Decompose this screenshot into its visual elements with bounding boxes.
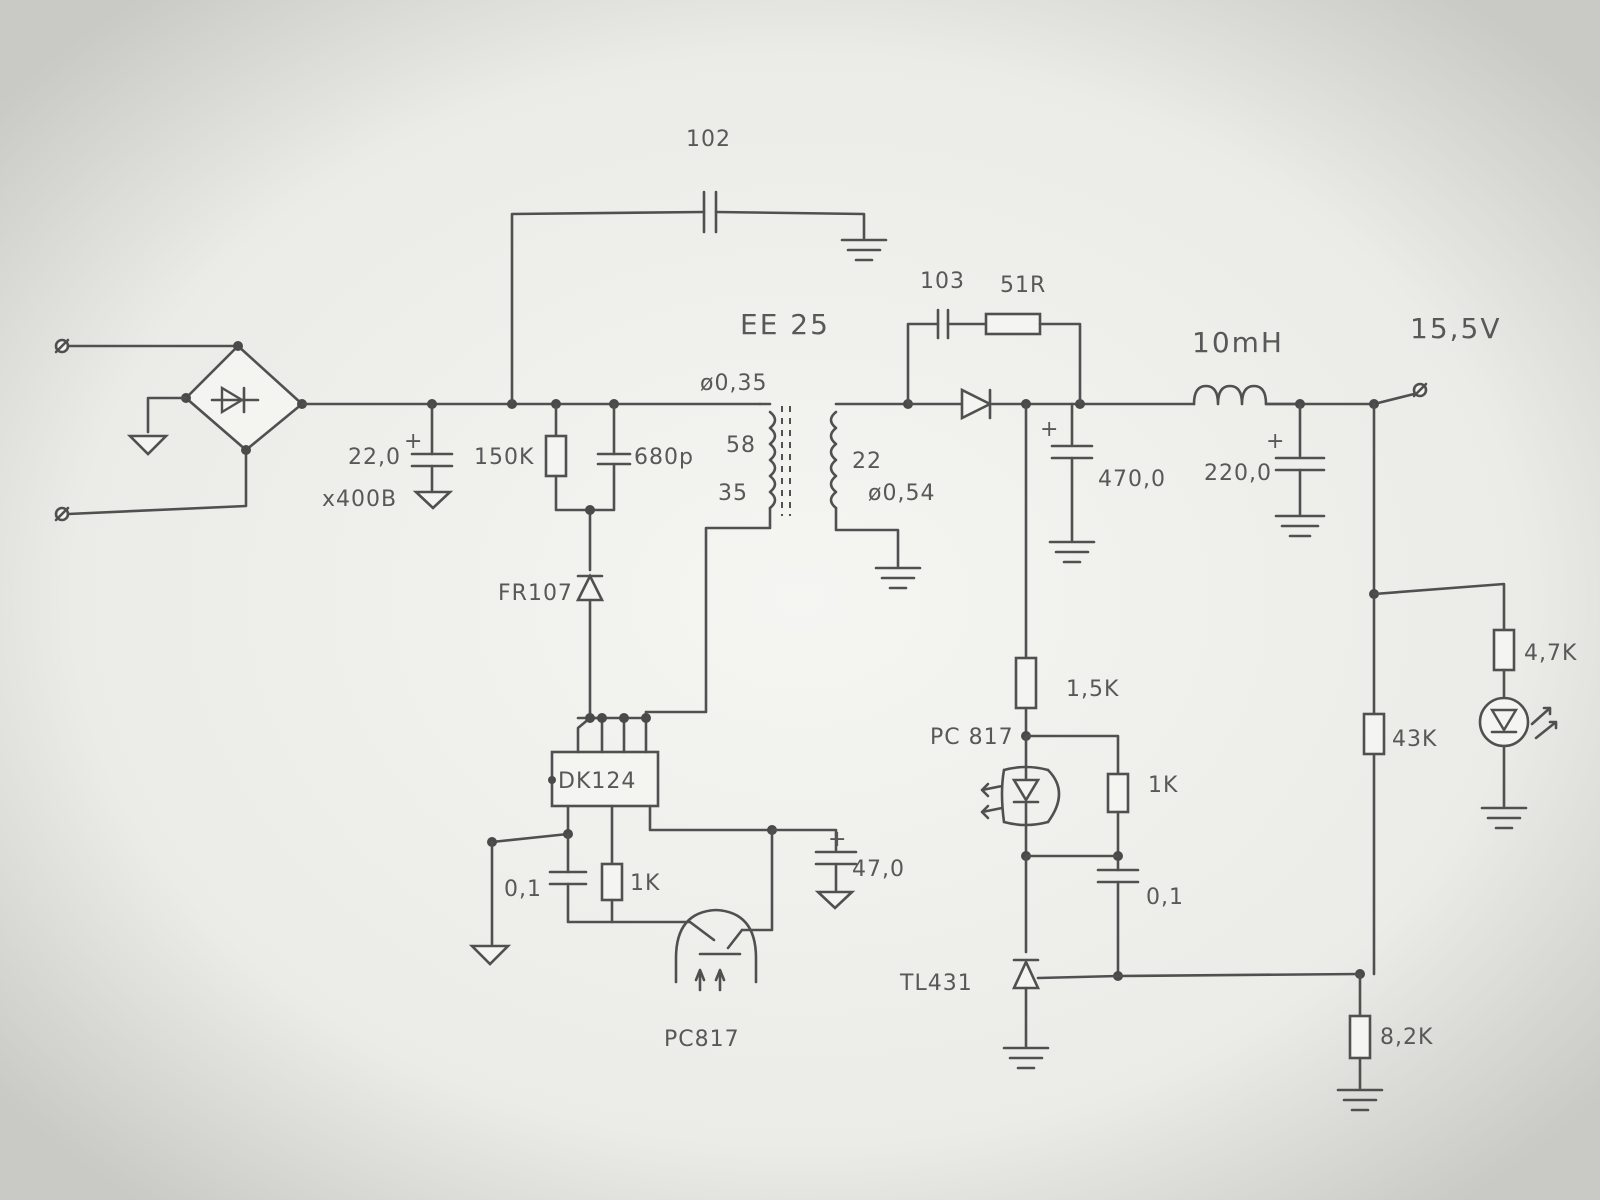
opto-resistor xyxy=(1014,656,1038,710)
divider-bottom-resistor xyxy=(1348,1014,1372,1060)
rc-resistor-label: 51R xyxy=(1000,273,1046,298)
svg-text:+: + xyxy=(404,429,423,454)
output-voltage-label: 15,5V xyxy=(1410,312,1502,345)
tl431-label: TL431 xyxy=(899,971,973,996)
snubber-resistor-label: 150K xyxy=(474,445,534,470)
diode-label: FR107 xyxy=(498,581,573,606)
rc-cap-label: 103 xyxy=(920,269,965,294)
ic-cap-label: 0,1 xyxy=(504,877,542,902)
aux-turns-label: 35 xyxy=(718,481,748,506)
bulk-cap-label: 22,0 xyxy=(348,445,401,470)
snubber-resistor xyxy=(544,434,568,478)
output-inductor: 10mH 15,5V xyxy=(1192,312,1502,409)
optocoupler-transistor: PC817 xyxy=(664,908,758,1052)
svg-text:+: + xyxy=(1040,417,1059,442)
led-resistor-label: 4,7K xyxy=(1524,641,1577,666)
bias-resistor-label: 1K xyxy=(1148,773,1178,798)
secondary-turns-label: 22 xyxy=(852,449,882,474)
snubber-cap-label: 680p xyxy=(634,445,694,470)
ground-icon xyxy=(468,944,512,966)
primary-turns-label: 58 xyxy=(726,433,756,458)
opto-led xyxy=(1011,778,1041,803)
bulk-capacitor: + 22,0 x400B xyxy=(322,402,454,512)
y-capacitor: 102 xyxy=(510,127,888,406)
output-diode xyxy=(960,387,993,421)
divider-bottom-label: 8,2K xyxy=(1380,1025,1433,1050)
bias-resistor xyxy=(1106,772,1130,814)
ic-feedback-network: + 0,1 1K 47,0 xyxy=(468,804,905,966)
led xyxy=(1478,696,1530,748)
inductor-label: 10mH xyxy=(1192,326,1284,359)
bridge-rectifier xyxy=(126,341,307,456)
ic-label: DK124 xyxy=(558,769,636,794)
output-capacitor-2: + 220,0 xyxy=(1204,402,1326,538)
opto-resistor-label: 1,5K xyxy=(1066,677,1119,702)
opto-primary-label: PC817 xyxy=(664,1027,740,1052)
led-resistor xyxy=(1492,628,1516,672)
y-cap-label: 102 xyxy=(686,127,731,152)
primary-snubber: 150K 680p FR107 xyxy=(474,402,694,714)
primary-wire-label: ø0,35 xyxy=(700,371,767,396)
vcc-cap-label: 47,0 xyxy=(852,857,905,882)
bulk-cap-voltage-label: x400B xyxy=(322,487,397,512)
ic-resistor-label: 1K xyxy=(630,871,660,896)
svg-text:+: + xyxy=(1266,429,1285,454)
opto-secondary-label: PC 817 xyxy=(930,725,1014,750)
led-indicator: 4,7K xyxy=(1369,402,1577,976)
output-cap-2-label: 220,0 xyxy=(1204,461,1272,486)
output-cap-1-label: 470,0 xyxy=(1098,467,1166,492)
ground-icon xyxy=(814,890,856,910)
output-capacitor-1: + 470,0 xyxy=(1040,402,1166,564)
feedback-network: 1,5K PC 817 1K 0,1 TL431 xyxy=(899,402,1362,1070)
transformer-label: EE 25 xyxy=(740,308,830,341)
svg-text:+: + xyxy=(828,827,847,852)
transformer-ee25: EE 25 ø0,35 58 35 22 ø0,54 xyxy=(644,308,935,714)
ic-resistor xyxy=(600,862,624,902)
ground-icon xyxy=(126,434,170,456)
divider-top-resistor xyxy=(1362,712,1386,756)
ground-icon xyxy=(412,490,454,510)
rc-resistor xyxy=(984,312,1042,336)
comp-cap-label: 0,1 xyxy=(1146,885,1184,910)
controller-ic: DK124 xyxy=(548,710,660,808)
ac-input-terminals xyxy=(54,338,248,522)
voltage-divider: 43K 8,2K xyxy=(1336,712,1437,1112)
output-rectifier: 103 51R xyxy=(906,269,1196,421)
secondary-wire-label: ø0,54 xyxy=(868,481,935,506)
divider-top-label: 43K xyxy=(1392,727,1437,752)
